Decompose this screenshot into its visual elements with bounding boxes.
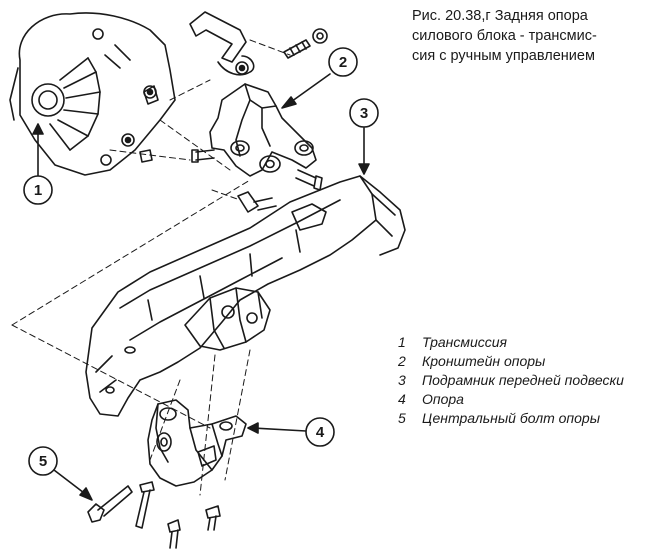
caption-line-1: Рис. 20.38,г Задняя опора [412, 8, 588, 24]
callout-label-3: 3 [360, 105, 368, 122]
legend-item: 3 Подрамник передней подвески [398, 371, 666, 390]
legend-number: 3 [398, 372, 406, 388]
figure-caption: Рис. 20.38,г Задняя опора силового блока… [412, 6, 668, 66]
legend-label: Трансмиссия [422, 334, 508, 350]
legend-number: 4 [398, 391, 406, 407]
legend-item: 1 Трансмиссия [398, 333, 666, 352]
legend-number: 5 [398, 410, 406, 426]
transmission-housing [9, 12, 176, 176]
legend-label: Опора [422, 391, 464, 407]
legend-number: 1 [398, 334, 406, 350]
mount-bracket [189, 11, 323, 213]
mount-bolts [87, 481, 221, 549]
alignment-lines [11, 39, 291, 496]
legend-number: 2 [398, 353, 406, 369]
callout-label-5: 5 [39, 453, 47, 470]
caption-line-2: силового блока - трансмис- [412, 28, 597, 44]
legend-item: 5 Центральный болт опоры [398, 409, 666, 428]
caption-line-3: сия с ручным управлением [412, 48, 595, 64]
legend-label: Центральный болт опоры [422, 410, 601, 426]
legend-label: Подрамник передней подвески [422, 372, 624, 388]
parts-legend: 1 Трансмиссия 2 Кронштейн опоры 3 Подрам… [398, 333, 666, 428]
legend-item: 2 Кронштейн опоры [398, 352, 666, 371]
top-bolts [143, 28, 328, 105]
suspension-subframe [85, 175, 406, 417]
callout-label-2: 2 [339, 54, 347, 71]
callout-1: 1 [23, 123, 53, 205]
callout-2: 2 [281, 47, 358, 109]
callout-4: 4 [247, 417, 335, 447]
engine-mount [147, 399, 247, 487]
callout-3: 3 [349, 98, 379, 175]
callout-5: 5 [28, 446, 93, 501]
callout-label-1: 1 [34, 182, 42, 199]
callout-label-4: 4 [316, 424, 325, 441]
legend-label: Кронштейн опоры [422, 353, 546, 369]
legend-item: 4 Опора [398, 390, 666, 409]
